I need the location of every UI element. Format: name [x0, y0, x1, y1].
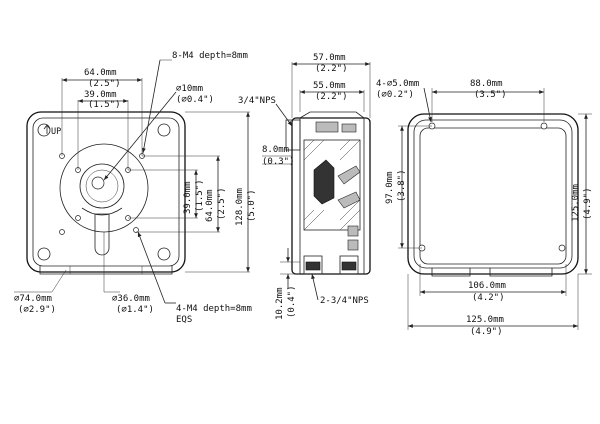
eqs-label: EQS	[176, 315, 192, 325]
v64-in: (2.5")	[217, 187, 227, 220]
side-hatching	[303, 139, 361, 231]
v39-in: (1.5")	[195, 179, 205, 212]
d74-in: (∅2.9")	[18, 305, 56, 315]
m4-top-label: 8-M4 depth=8mm	[172, 51, 248, 61]
w57-mm: 57.0mm	[313, 53, 346, 63]
d36-in: (∅1.4")	[116, 305, 154, 315]
nps-top-label: 3/4"NPS	[238, 96, 276, 106]
front-corner-bosses	[37, 123, 171, 261]
dim-39-in: (1.5")	[88, 100, 121, 110]
dim-64-in: (2.5")	[88, 79, 121, 89]
w106-in: (4.2")	[472, 293, 505, 303]
h97-mm: 97.0mm	[385, 171, 395, 204]
back-mount-holes	[418, 122, 566, 252]
d36-mm: ∅36.0mm	[112, 294, 150, 304]
h125-mm: 125.0mm	[571, 184, 581, 222]
front-cable-slot	[94, 213, 110, 256]
hole10-mm: ∅10mm	[176, 84, 203, 94]
d74-mm: ∅74.0mm	[14, 294, 52, 304]
front-outer-housing	[26, 111, 186, 273]
front-circle-74	[59, 143, 149, 233]
front-bottom-foot	[39, 266, 173, 275]
w55-in: (2.2")	[315, 92, 348, 102]
w125-mm: 125.0mm	[466, 315, 504, 325]
w57-in: (2.2")	[315, 64, 348, 74]
v64-mm: 64.0mm	[205, 189, 215, 222]
h8-in: (0.3")	[262, 157, 295, 167]
w88-in: (3.5")	[474, 90, 507, 100]
back-tab-left	[431, 268, 471, 277]
w125-in: (4.9")	[470, 327, 503, 337]
v128-mm: 128.0mm	[235, 188, 245, 226]
v128-in: (5.0")	[247, 189, 257, 222]
w106-mm: 106.0mm	[468, 281, 506, 291]
front-inner-housing	[32, 117, 180, 267]
back-view: 4-∅5.0mm (∅0.2") 88.0mm (3.5") 97.0mm (3…	[376, 79, 593, 337]
up-label: UP	[51, 127, 61, 137]
front-view: UP 64.0mm (2.5") 39.0mm (1.5") 8-M4 dept…	[14, 51, 257, 325]
back-outer	[407, 113, 579, 275]
side-top-cover	[315, 121, 339, 133]
side-cavity	[303, 139, 361, 231]
h10-in: (0.4")	[287, 285, 297, 318]
back-tab-right	[489, 268, 553, 277]
m4-bottom-label: 4-M4 depth=8mm	[176, 304, 252, 314]
hole5-mm: 4-∅5.0mm	[376, 79, 419, 89]
side-nps-bottom-2	[339, 255, 359, 275]
front-knockout-10mm	[91, 176, 105, 190]
up-arrow-icon	[43, 124, 51, 134]
h8-mm: 8.0mm	[262, 145, 289, 155]
nps-bottom-label: 2-3/4"NPS	[320, 296, 369, 306]
back-inner-rim	[413, 119, 573, 269]
back-plate	[419, 127, 567, 265]
h10-mm: 10.2mm	[275, 287, 285, 320]
w88-mm: 88.0mm	[470, 79, 503, 89]
h125-in: (4.9")	[583, 187, 593, 220]
dim-39-mm: 39.0mm	[84, 90, 117, 100]
hole5-in: (∅0.2")	[376, 90, 414, 100]
w55-mm: 55.0mm	[313, 81, 346, 91]
side-body	[291, 117, 371, 275]
h97-in: (3.8")	[397, 169, 407, 202]
hole10-in: (∅0.4")	[176, 95, 214, 105]
side-mount-bracket	[313, 159, 335, 205]
v39-mm: 39.0mm	[183, 181, 193, 214]
front-center-boss	[79, 163, 125, 209]
side-top-rim	[299, 111, 365, 119]
side-nps-top	[285, 119, 301, 151]
side-view: 57.0mm (2.2") 55.0mm (2.2") 3/4"NPS 8.0m…	[238, 53, 371, 320]
dim-64-mm: 64.0mm	[84, 68, 117, 78]
